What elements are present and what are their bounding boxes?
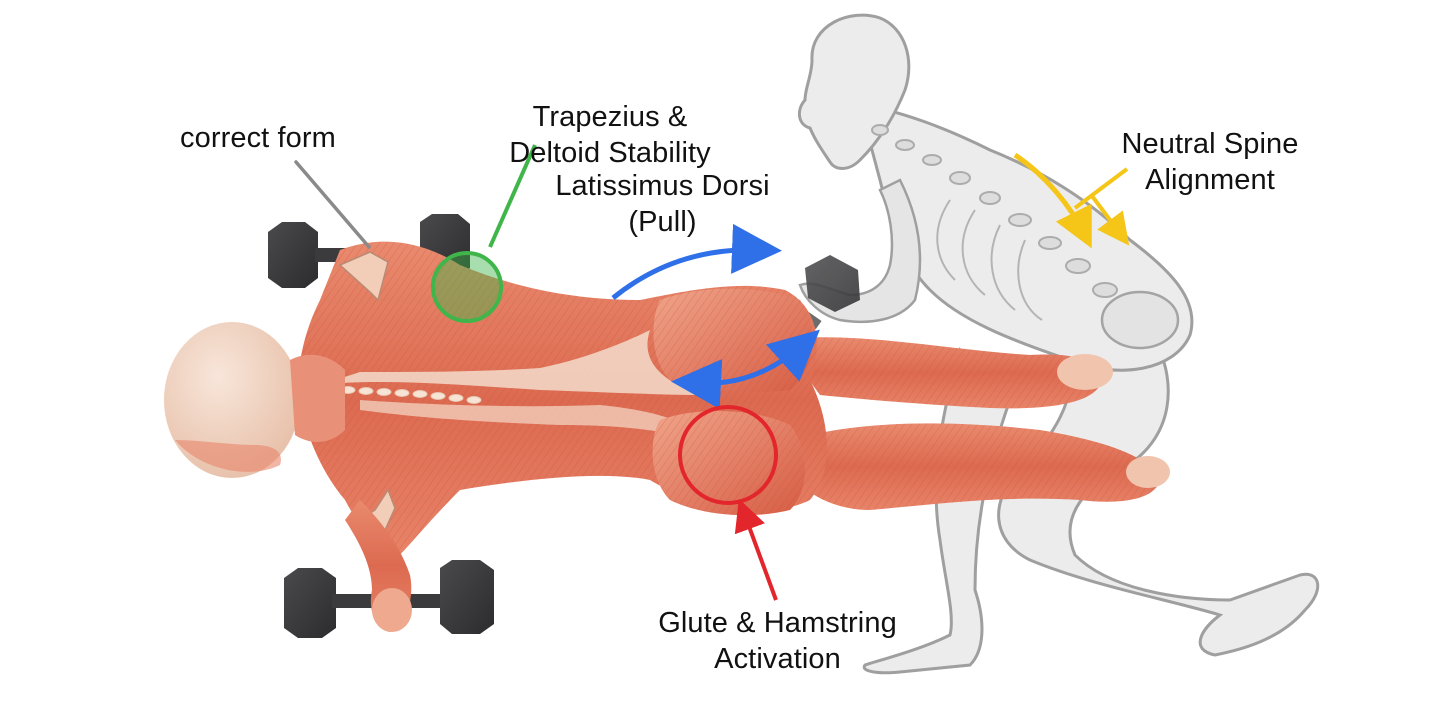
head bbox=[164, 322, 300, 478]
head-muscle-patch bbox=[175, 440, 281, 472]
muscle-foot-upper bbox=[1057, 354, 1113, 390]
skeleton-pelvis bbox=[1100, 290, 1180, 350]
skeleton-ribs bbox=[936, 199, 1043, 321]
trapezius-highlight-circle bbox=[431, 251, 503, 323]
latissimus-double-arrow bbox=[671, 329, 820, 409]
label-trapezius-line1: Trapezius & bbox=[532, 101, 688, 133]
correct-form-pointer bbox=[294, 160, 371, 249]
glute-pointer-arrow bbox=[734, 498, 778, 601]
label-neutral-spine-line2: Alignment bbox=[1145, 164, 1275, 196]
label-trapezius-deltoid: Trapezius & Deltoid Stability bbox=[470, 99, 750, 171]
label-latissimus-line1: Latissimus Dorsi bbox=[555, 170, 770, 202]
back-tendon-area bbox=[320, 330, 700, 395]
spine-pointer-line bbox=[1073, 167, 1129, 210]
label-latissimus-line2: (Pull) bbox=[628, 206, 697, 238]
label-correct-form-text: correct form bbox=[180, 122, 336, 154]
skeleton-spine bbox=[871, 124, 1118, 298]
neck bbox=[290, 354, 345, 442]
label-neutral-spine-line1: Neutral Spine bbox=[1121, 128, 1299, 160]
label-latissimus-dorsi: Latissimus Dorsi (Pull) bbox=[540, 168, 785, 240]
skeleton-arm bbox=[798, 178, 922, 324]
glute-highlight-circle bbox=[678, 405, 778, 505]
muscular-figure bbox=[164, 214, 1170, 638]
label-glute-line1: Glute & Hamstring bbox=[658, 607, 897, 639]
spine-pointer-arrow bbox=[1090, 194, 1130, 246]
latissimus-pull-arrow bbox=[611, 223, 782, 300]
label-trapezius-line2: Deltoid Stability bbox=[509, 137, 711, 169]
fist bbox=[372, 588, 412, 632]
label-glute-line2: Activation bbox=[714, 643, 841, 675]
spine-curve-arrow bbox=[1013, 152, 1092, 249]
muscle-foot-lower bbox=[1126, 456, 1170, 488]
lower-dumbbell-icon bbox=[284, 560, 494, 638]
label-glute-hamstring: Glute & Hamstring Activation bbox=[640, 605, 915, 677]
label-neutral-spine: Neutral Spine Alignment bbox=[1105, 126, 1315, 198]
label-correct-form: correct form bbox=[180, 120, 336, 156]
muscle-back-leg-fibers bbox=[780, 337, 1101, 409]
scapula-upper bbox=[338, 251, 389, 302]
trapezius-leader-line bbox=[488, 144, 537, 248]
